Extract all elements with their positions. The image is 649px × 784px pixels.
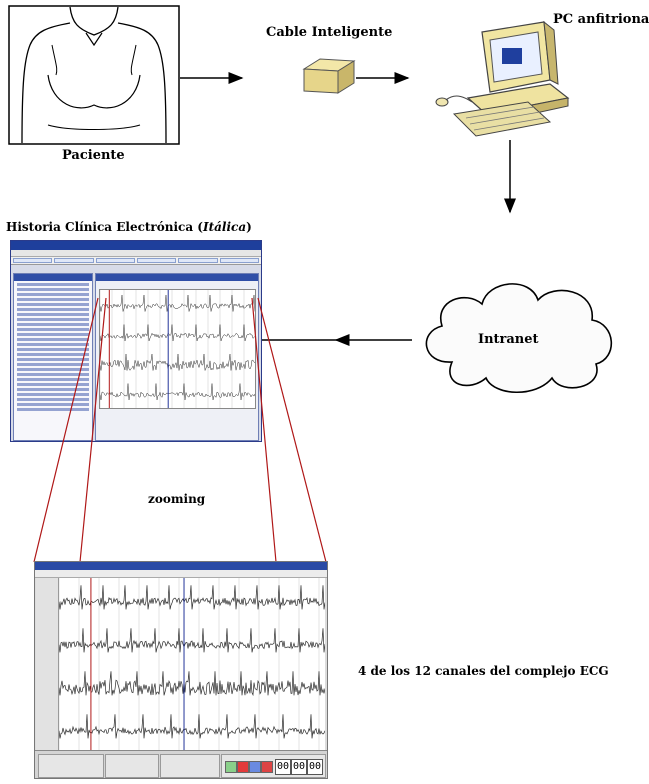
ecg-viewer-window: 00 00 00 <box>34 561 328 779</box>
ehr-tab <box>219 258 259 263</box>
ehr-results-header <box>96 274 258 281</box>
list-item <box>17 313 89 316</box>
zoom-line-left-inner <box>79 297 107 563</box>
label-intranet: Intranet <box>478 332 539 347</box>
ehr-tab-strip <box>11 257 261 265</box>
list-item <box>17 358 89 361</box>
record-button[interactable] <box>237 761 249 773</box>
ecg-channel-trace <box>100 383 255 401</box>
ehr-ecg-thumbnail <box>99 289 256 409</box>
ecg-control-bar: 00 00 00 <box>35 750 327 778</box>
zoom-line-right-outer <box>257 297 327 563</box>
list-item <box>17 328 89 331</box>
list-item <box>17 288 89 291</box>
label-4-de-12-canales: 4 de los 12 canales del complejo ECG <box>358 664 609 678</box>
list-item <box>17 383 89 386</box>
ecg-control-group <box>38 754 104 778</box>
timer-seconds: 00 <box>307 759 323 775</box>
smart-cable-device-icon <box>302 58 356 94</box>
timer-minutes: 00 <box>291 759 307 775</box>
ehr-tab <box>136 258 177 263</box>
list-item <box>17 343 89 346</box>
intranet-cloud-icon <box>425 283 613 394</box>
ecg-channel-trace <box>59 714 325 739</box>
label-zooming: zooming <box>148 492 206 506</box>
patient-torso <box>8 5 180 145</box>
ecg-channel-trace <box>59 671 325 697</box>
list-item <box>17 403 89 406</box>
ecg-window-menu-bar <box>35 570 327 578</box>
play-button[interactable] <box>225 761 237 773</box>
label-historia-italic: Itálica <box>202 220 247 234</box>
list-item <box>17 368 89 371</box>
label-pc-anfitriona: PC anfitriona <box>553 12 649 27</box>
label-historia-clinica: Historia Clínica Electrónica (Itálica) <box>6 220 252 234</box>
list-item <box>17 348 89 351</box>
timer-hours: 00 <box>275 759 291 775</box>
list-item <box>17 283 89 286</box>
list-item <box>17 393 89 396</box>
ecg-control-group <box>160 754 220 778</box>
zoom-line-right-inner <box>251 297 277 563</box>
ehr-tab <box>54 258 94 263</box>
ehr-tab <box>178 258 218 263</box>
list-item <box>17 338 89 341</box>
list-item <box>17 303 89 306</box>
list-item <box>17 298 89 301</box>
ecg-control-group <box>105 754 159 778</box>
list-item <box>17 353 89 356</box>
label-cable-inteligente: Cable Inteligente <box>266 25 393 40</box>
host-pc-icon <box>435 20 570 137</box>
ecg-channel-trace <box>100 324 255 342</box>
ehr-records-list <box>13 273 93 441</box>
list-item <box>17 293 89 296</box>
pause-button[interactable] <box>249 761 261 773</box>
label-historia-main: Historia Clínica Electrónica ( <box>6 220 203 234</box>
list-item <box>17 318 89 321</box>
list-item <box>17 408 89 411</box>
list-item <box>17 388 89 391</box>
ecg-channel-trace <box>100 353 255 371</box>
label-paciente: Paciente <box>62 148 125 163</box>
ecg-window-title-bar <box>35 562 327 570</box>
ecg-channel-column <box>36 578 59 750</box>
list-item <box>17 323 89 326</box>
ecg-channel-trace <box>100 294 255 312</box>
label-historia-end: ) <box>246 220 252 234</box>
stop-button[interactable] <box>261 761 273 773</box>
ehr-screenshot-thumbnail <box>10 240 262 442</box>
list-item <box>17 398 89 401</box>
list-item <box>17 378 89 381</box>
ecg-channel-trace <box>59 628 325 653</box>
ehr-title-bar <box>11 241 261 250</box>
ecg-channel-trace <box>59 585 325 610</box>
ecg-plot <box>59 578 325 750</box>
ehr-tab <box>95 258 135 263</box>
ehr-tab <box>13 258 53 263</box>
list-item <box>17 333 89 336</box>
list-item <box>17 363 89 366</box>
ehr-menu-bar <box>11 250 261 257</box>
list-item <box>17 373 89 376</box>
list-item <box>17 308 89 311</box>
ehr-records-header <box>14 274 92 281</box>
zoom-line-left-outer <box>33 297 99 563</box>
